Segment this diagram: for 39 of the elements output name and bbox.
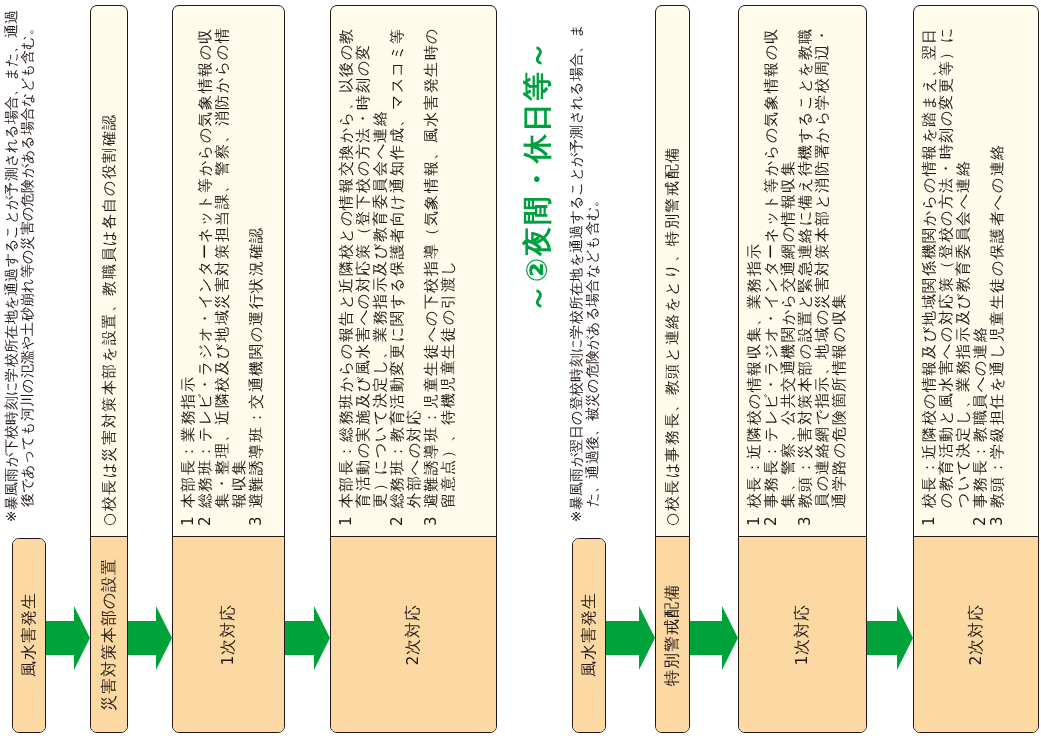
step-box <box>913 5 1039 733</box>
list-item: 1 校長：近隣校の情報収集、業務指示 <box>746 241 763 526</box>
note-text: ※暴風雨が下校時刻に学校所在地を通過することが予測される場合、また、通過後であっても河川の氾濫や土砂崩れ等の災害の危険がある場合なども含む。 <box>3 8 35 522</box>
step-box <box>655 5 690 733</box>
instruction-text: ○校長は事務長、教頭と連絡をとり、特別警戒配備 <box>664 145 681 526</box>
block-arrow <box>690 606 738 670</box>
step-heading: 1次対応 <box>792 603 812 666</box>
event-box <box>12 538 46 733</box>
step-box <box>90 5 128 733</box>
step-heading: 災害対策本部の設置 <box>98 558 119 711</box>
list-item: 3 避難誘導班：交通機関の運行状況確認 <box>248 225 265 526</box>
step-heading: 2次対応 <box>403 603 423 666</box>
note-text: ※暴風雨が翌日の登校時刻に学校所在地を通過することが予測される場合、また、通過後、被災の危険がある場合なども含む。 <box>568 23 600 522</box>
list-item: 1 本部長：業務指示 <box>180 374 197 526</box>
list-item: 2 事務長：教職員への連絡 <box>972 324 989 526</box>
event-box <box>572 538 606 733</box>
list-item: 2 総務班：教育活動変更に関する保護者向け通知作成、マスコミ等外部への対応 <box>389 26 423 526</box>
instruction-text: ○校長は災害対策本部を設置、教職員は各自の役割確認 <box>100 111 118 526</box>
block-arrow <box>285 606 330 670</box>
list-item: 1 校長：近隣校の情報及び地域関係機関からの情報を踏まえ、翌日の教育活動と風水害への対応策（登校の方法・時刻の変更等）について決定し、業務指示及び教育委員会へ連絡 <box>921 25 972 526</box>
list-item: 3 教頭：学級担任を通し児童生徒の保護者への連絡 <box>989 142 1006 526</box>
step-box <box>738 5 867 733</box>
list-item: 3 教頭：災害対策本部の設置と緊急連絡に備え待機することを教職員の連絡網で指示、地域の災害対策本部と消防署から学校周辺・通学路の危険箇所情報の収集 <box>797 25 848 526</box>
step-heading: 風水害発生 <box>578 592 599 677</box>
step-heading: 風水害発生 <box>18 592 39 677</box>
step-heading: 1次対応 <box>218 603 238 666</box>
list-item: 3 避難誘導班：児童生徒への下校指導（気象情報、風水害発生時の留意点）、待機児童生徒の引渡し <box>423 26 457 526</box>
step-heading: 2次対応 <box>965 603 986 666</box>
block-arrow <box>867 606 913 670</box>
step-heading: 特別警戒配備 <box>662 583 682 686</box>
section-title: ～②夜間・休日等～ <box>519 37 555 316</box>
step-box <box>172 5 285 733</box>
list-item: 2 総務班：テレビ・ラジオ・インターネット等からの気象情報の収集・整理、近隣校及び地域災害対策担当課、警察、消防からの情報収集 <box>197 25 248 526</box>
list-item: 1 本部長：総務班からの報告と近隣校との情報交換から、以後の教育活動の実施及び風水害への対応策（登下校の方法・時刻の変更）について決定し、業務指示及び教育委員会へ連絡 <box>338 26 389 526</box>
step-box <box>330 5 497 733</box>
block-arrow <box>46 606 90 670</box>
list-item: 2 事務長：テレビ・ラジオ・インターネット等からの気象情報の収集、警察、公共交通機関から交通網の情報収集 <box>763 26 797 526</box>
block-arrow <box>128 606 172 670</box>
block-arrow <box>606 606 655 670</box>
